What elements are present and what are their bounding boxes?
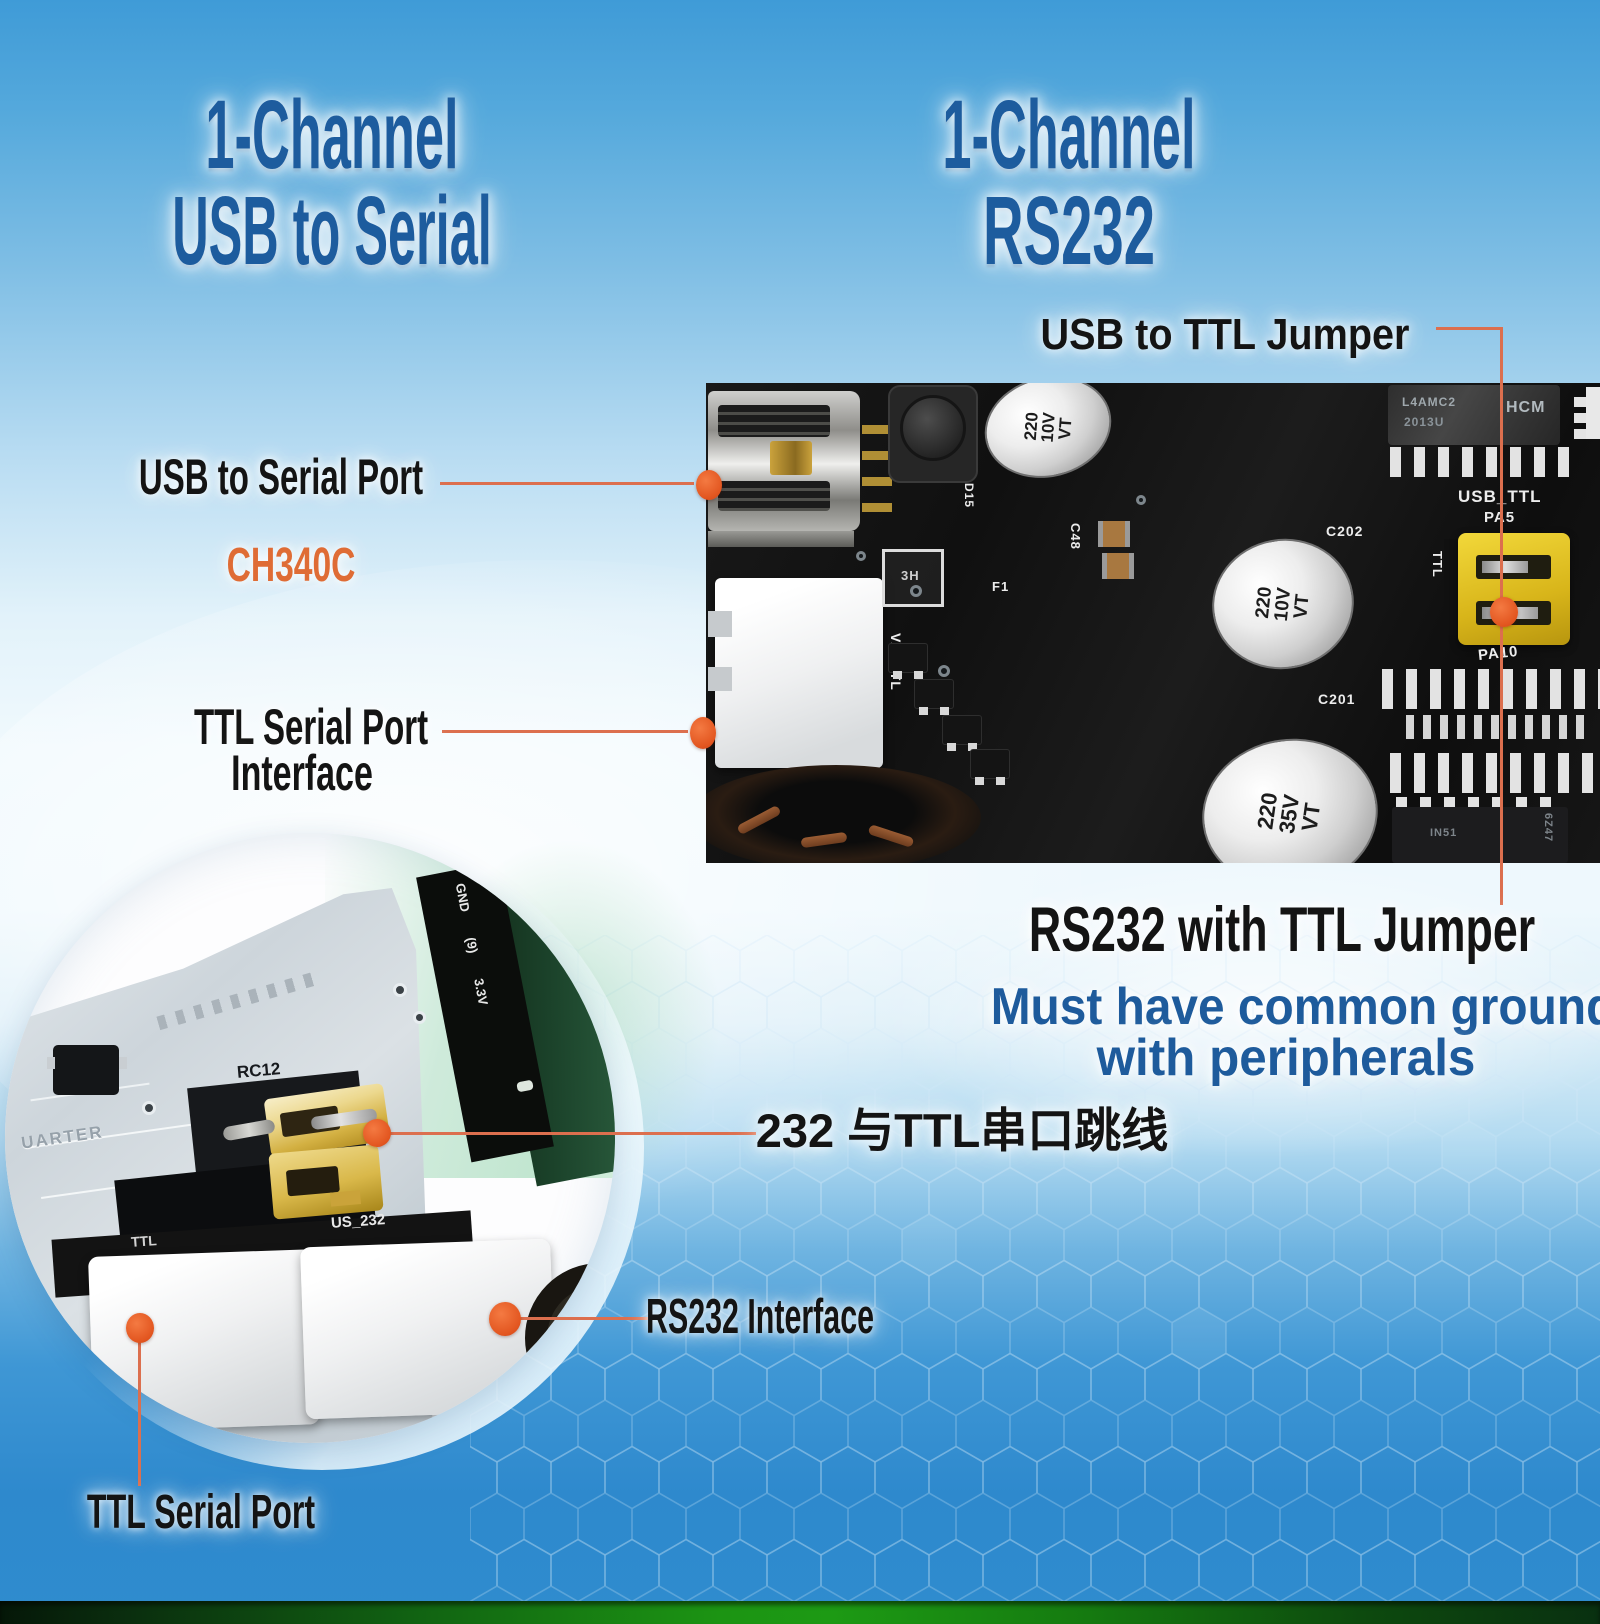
cap-text: VT xyxy=(1290,592,1314,620)
smd-capacitor xyxy=(1098,521,1130,547)
callout-line-usb-ttl-jumper-h xyxy=(1436,327,1503,330)
resistor-row xyxy=(1382,669,1600,709)
tact-switch xyxy=(53,1045,119,1095)
bottom-green-bar xyxy=(0,1601,1600,1624)
usb-ttl-jumper-cap xyxy=(1458,533,1570,645)
label-ttl-serial-port-line1: TTL Serial Port xyxy=(193,699,429,755)
callout-line-ttl-serial xyxy=(442,730,688,733)
chip-label: 6Z47 xyxy=(1542,813,1554,843)
callout-line-ttl-serial-bottom xyxy=(138,1340,141,1486)
label-ground-note-line1: Must have common ground xyxy=(990,978,1600,1036)
via xyxy=(413,1011,426,1024)
power-inductor-core xyxy=(900,395,966,461)
jumper-pad xyxy=(329,1190,362,1207)
usb-solder-pin xyxy=(862,503,892,512)
label-rs232-with-ttl-jumper: RS232 with TTL Jumper xyxy=(1028,895,1536,965)
smd-capacitor xyxy=(1102,553,1134,579)
title-left-line2: USB to Serial xyxy=(172,176,492,285)
silk-f1: F1 xyxy=(992,579,1010,594)
jumper-black-header xyxy=(1444,539,1462,635)
mini-usb-contacts xyxy=(770,441,812,475)
silk-c201: C201 xyxy=(1318,691,1356,707)
pin-label-33v: 3.3V xyxy=(471,976,491,1007)
via xyxy=(910,585,922,597)
capacitor-220-10v-top: 220 10V VT xyxy=(973,383,1123,491)
pcb-inset-circle: UARTER RC12 GND (9) 3.3V TTL US_232 xyxy=(5,833,615,1443)
mini-usb-slot-bottom xyxy=(718,481,830,511)
callout-dot-usb-ttl-jumper xyxy=(1490,597,1518,627)
callout-dot-ttl-serial xyxy=(690,717,716,749)
inset-jumper-bottom xyxy=(268,1144,384,1220)
callout-dot-rs232-interface xyxy=(489,1302,521,1336)
usb-solder-pin xyxy=(862,451,892,460)
resistor-row xyxy=(1406,715,1586,739)
sot23-transistor xyxy=(888,643,928,679)
sot23-transistor xyxy=(970,749,1010,785)
via xyxy=(1136,495,1146,505)
capacitor-220-10v-mid: 220 10V VT xyxy=(1201,527,1365,681)
cap-text: VT xyxy=(1296,801,1326,833)
chip-pin-row xyxy=(1396,797,1564,809)
silk-ttl-vertical: TTL xyxy=(1430,551,1445,578)
silk-pa10: PA10 xyxy=(1477,642,1520,665)
chip-label: IN51 xyxy=(1430,827,1458,839)
label-ground-note-line2: with peripherals xyxy=(1096,1029,1476,1087)
via xyxy=(393,983,407,997)
silk-pa5: PA5 xyxy=(1484,509,1515,526)
ic-label: 2013U xyxy=(1404,415,1445,429)
rs232-transceiver-ic: L4AMC2 2013U HCM xyxy=(1388,385,1560,445)
silk-ttl: TTL xyxy=(130,1232,158,1250)
label-ch340c: CH340C xyxy=(226,539,356,592)
silk-d15: D15 xyxy=(962,483,976,509)
main-pcb-photo: PA9 PA10 D15 F1 220 10V VT VA_TTL 3H xyxy=(706,383,1600,863)
bottom-right-chip: IN51 6Z47 xyxy=(1392,807,1568,863)
usb-solder-pin xyxy=(862,425,892,434)
jumper-pin xyxy=(1482,561,1528,573)
label-rs232-interface: RS232 Interface xyxy=(646,1290,874,1344)
cap-text: VT xyxy=(1054,416,1076,440)
toroid-inductor xyxy=(706,765,981,863)
tact-switch-pin xyxy=(47,1057,55,1069)
callout-dot-jumper-cn xyxy=(363,1119,391,1147)
title-right-line1: 1-Channel xyxy=(942,80,1196,189)
title-right-line2: RS232 xyxy=(982,176,1156,285)
pin-label-gnd: GND xyxy=(452,881,473,914)
silk-usb-ttl: USB_TTL xyxy=(1458,487,1542,507)
title-left-line1: 1-Channel xyxy=(205,80,459,189)
callout-dot-ttl-serial-bottom xyxy=(126,1313,154,1343)
usb-solder-pin xyxy=(862,477,892,486)
label-usb-ttl-jumper: USB to TTL Jumper xyxy=(1040,310,1410,359)
mini-usb-slot-top xyxy=(718,405,830,437)
silk-c202: C202 xyxy=(1326,523,1364,539)
right-edge-component xyxy=(1586,387,1600,439)
sot23-transistor xyxy=(914,679,954,715)
silk-3h: 3H xyxy=(901,568,920,583)
tact-switch-pin xyxy=(119,1057,127,1069)
ic-pin-row xyxy=(1390,447,1580,477)
label-ttl-serial-port-line2: Interface xyxy=(231,745,373,801)
resistor-row xyxy=(1390,753,1600,793)
mini-usb-flange xyxy=(708,531,854,547)
silk-c48: C48 xyxy=(1068,523,1083,550)
ic-3h-outline: 3H xyxy=(882,549,944,607)
callout-line-usb-serial-port xyxy=(440,482,694,485)
ic-label: L4AMC2 xyxy=(1402,395,1457,409)
callout-dot-usb-serial-port xyxy=(696,470,722,500)
via xyxy=(856,551,866,561)
sot23-transistor xyxy=(942,715,982,751)
capacitor-220-35v: 220 35V VT xyxy=(1192,727,1388,863)
ic-label: HCM xyxy=(1506,399,1546,416)
pin-label-9: (9) xyxy=(463,935,481,955)
jst-notch xyxy=(708,611,732,637)
inset-ttl-connector xyxy=(88,1249,320,1432)
via xyxy=(142,1101,156,1115)
callout-line-rs232-interface xyxy=(518,1317,648,1320)
label-usb-to-serial-port: USB to Serial Port xyxy=(138,449,424,505)
ttl-jst-connector xyxy=(715,578,883,768)
jst-notch xyxy=(708,667,732,691)
label-jumper-cn: 232 与TTL串口跳线 xyxy=(755,1104,1169,1157)
via xyxy=(938,665,950,677)
callout-line-jumper-cn xyxy=(388,1132,756,1135)
label-ttl-serial-port-bottom: TTL Serial Port xyxy=(86,1486,316,1539)
